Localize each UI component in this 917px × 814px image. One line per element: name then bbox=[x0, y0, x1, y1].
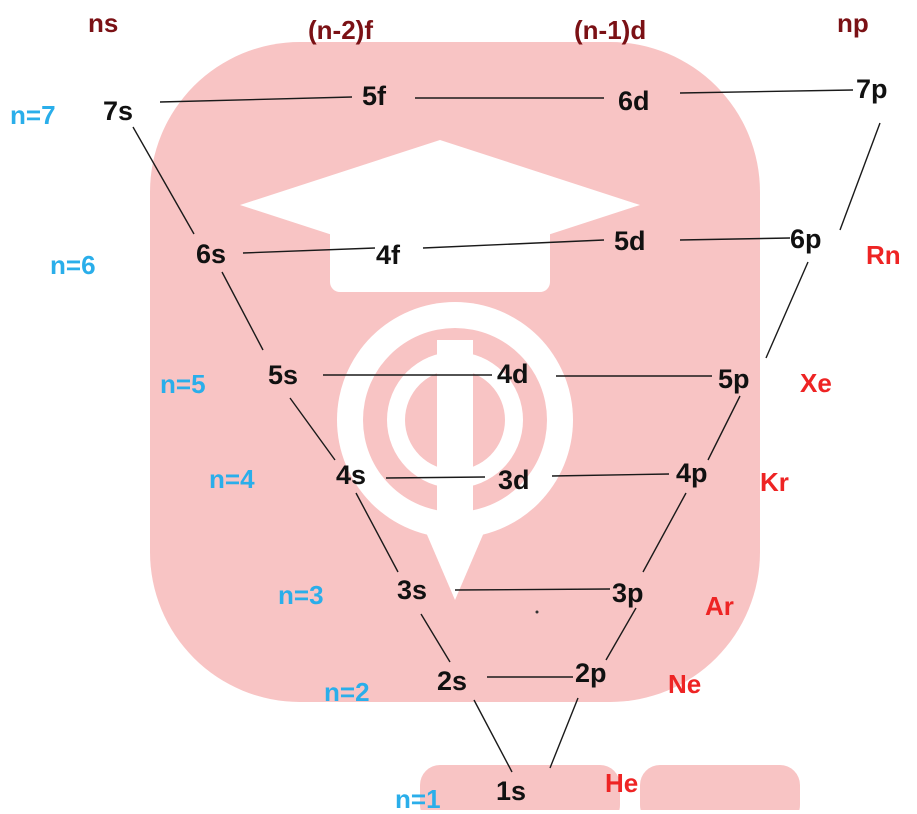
s-chain-line bbox=[473, 699, 513, 773]
row-line bbox=[242, 247, 376, 254]
shell-label-n1: n=1 bbox=[395, 784, 441, 814]
noble-gas-he: He bbox=[605, 768, 639, 798]
orbital-4f: 4f bbox=[376, 240, 401, 270]
orbital-7s: 7s bbox=[103, 96, 134, 126]
s-chain-line bbox=[289, 397, 336, 461]
stray-dot bbox=[535, 610, 539, 614]
orbital-1s: 1s bbox=[496, 776, 527, 806]
row-line bbox=[679, 237, 791, 241]
orbital-6s: 6s bbox=[196, 239, 227, 269]
row-line bbox=[385, 476, 486, 479]
s-chain-line bbox=[221, 271, 264, 351]
orbital-5p: 5p bbox=[718, 364, 750, 394]
orbital-6d: 6d bbox=[618, 86, 650, 116]
row-line bbox=[454, 588, 611, 591]
noble-gas-kr: Kr bbox=[760, 467, 789, 497]
p-chain-line bbox=[839, 122, 881, 231]
header-n-minus-1-d: (n-1)d bbox=[574, 15, 647, 45]
header-ns: ns bbox=[88, 8, 119, 38]
orbital-4s: 4s bbox=[336, 460, 367, 490]
orbital-2p: 2p bbox=[575, 658, 607, 688]
orbital-7p: 7p bbox=[856, 74, 888, 104]
row-line bbox=[422, 239, 605, 249]
row-line bbox=[159, 96, 353, 103]
noble-gas-xe: Xe bbox=[800, 368, 832, 398]
shell-label-n6: n=6 bbox=[50, 250, 96, 280]
header-np: np bbox=[837, 8, 869, 38]
orbital-5f: 5f bbox=[362, 81, 387, 111]
noble-gas-ne: Ne bbox=[668, 669, 702, 699]
p-chain-line bbox=[765, 261, 809, 359]
orbital-4p: 4p bbox=[676, 458, 708, 488]
orbital-3d: 3d bbox=[498, 465, 530, 495]
noble-gas-ar: Ar bbox=[705, 591, 734, 621]
orbital-3s: 3s bbox=[397, 575, 428, 605]
orbital-3p: 3p bbox=[612, 578, 644, 608]
shell-label-n5: n=5 bbox=[160, 369, 206, 399]
p-chain-line bbox=[549, 697, 579, 769]
s-chain-line bbox=[132, 126, 195, 235]
shell-label-n4: n=4 bbox=[209, 464, 255, 494]
orbital-5s: 5s bbox=[268, 360, 299, 390]
row-line bbox=[551, 473, 670, 477]
shell-label-n2: n=2 bbox=[324, 677, 370, 707]
orbital-2s: 2s bbox=[437, 666, 468, 696]
row-line bbox=[679, 89, 854, 94]
p-chain-line bbox=[642, 492, 687, 573]
orbital-4d: 4d bbox=[497, 359, 529, 389]
shell-label-n7: n=7 bbox=[10, 100, 56, 130]
s-chain-line bbox=[420, 613, 451, 663]
orbital-6p: 6p bbox=[790, 224, 822, 254]
shell-label-n3: n=3 bbox=[278, 580, 324, 610]
p-chain-line bbox=[605, 607, 637, 661]
s-chain-line bbox=[355, 492, 399, 573]
noble-gas-rn: Rn bbox=[866, 240, 901, 270]
p-chain-line bbox=[707, 395, 741, 461]
orbital-5d: 5d bbox=[614, 226, 646, 256]
header-n-minus-2-f: (n-2)f bbox=[308, 15, 373, 45]
